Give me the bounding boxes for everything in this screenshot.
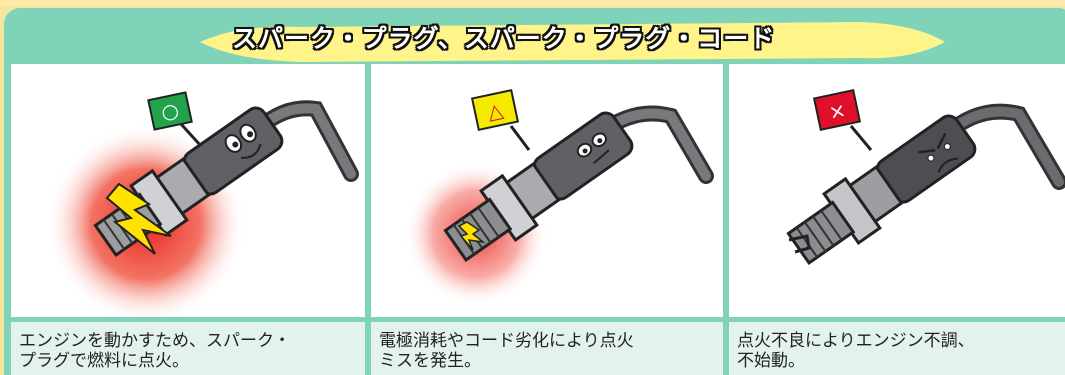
flag-symbol: × — [827, 97, 848, 124]
flag-symbol: △ — [485, 98, 506, 125]
ground-electrode — [788, 234, 811, 254]
bad-flag — [812, 89, 862, 131]
card-bad-illustration: × — [729, 64, 1065, 316]
spark-bolt — [105, 182, 172, 255]
card-good-illustration: ○ — [11, 64, 365, 316]
spark-plug — [93, 106, 284, 258]
title-ribbon — [200, 22, 945, 62]
flag-symbol: ○ — [159, 97, 181, 124]
good-flag — [147, 91, 193, 131]
spark-bolt — [457, 221, 486, 251]
spark-plug — [786, 114, 977, 266]
panel-title: スパーク・プラグ、スパーク・プラグ・コード — [232, 24, 776, 53]
card-warn-illustration: △ — [371, 64, 723, 316]
warn-flag — [470, 89, 520, 131]
card-bad-caption: 点火不良によりエンジン不調、 不始動。 — [737, 331, 975, 371]
card-warn-caption: 電極消耗やコード劣化により点火 ミスを発生。 — [379, 331, 634, 371]
card-good-caption: エンジンを動かすため、スパーク・ プラグで燃料に点火。 — [19, 331, 291, 371]
